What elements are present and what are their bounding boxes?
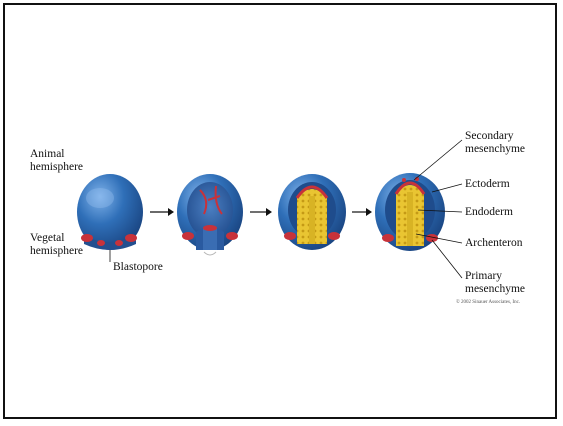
label-endoderm: Endoderm	[465, 206, 513, 219]
embryo-late-gastrula	[375, 173, 445, 251]
copyright-notice: © 2002 Sinauer Associates, Inc.	[456, 300, 520, 306]
embryo-early-gastrula	[177, 174, 243, 255]
label-archenteron: Archenteron	[465, 237, 522, 250]
arrow-right-icon	[250, 208, 272, 216]
label-blastopore: Blastopore	[113, 261, 163, 274]
label-vegetal-hemisphere: Vegetal hemisphere	[30, 232, 83, 258]
label-secondary-mesenchyme: Secondary mesenchyme	[465, 130, 525, 156]
arrow-right-icon	[352, 208, 372, 216]
label-animal-hemisphere: Animal hemisphere	[30, 148, 83, 174]
mesenchyme-cells	[125, 234, 137, 242]
arrow-right-icon	[150, 208, 174, 216]
label-primary-mesenchyme: Primary mesenchyme	[465, 270, 525, 296]
embryo-mid-gastrula	[278, 174, 346, 250]
label-ectoderm: Ectoderm	[465, 178, 510, 191]
embryo-blastula	[77, 174, 143, 250]
